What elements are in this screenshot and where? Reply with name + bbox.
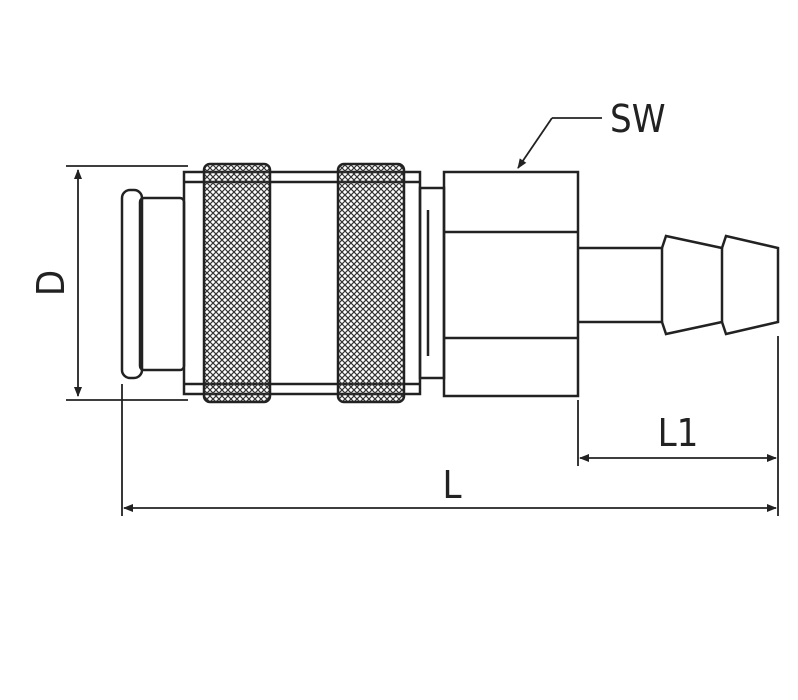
sleeve-nose [120,188,186,380]
neck [418,186,446,380]
hex-body [442,170,580,398]
dimension-l [121,336,779,516]
dimension-d [66,165,188,401]
knurled-band-right [336,162,406,404]
label-sw: SW [610,97,666,141]
dimension-lines [66,117,779,516]
dimension-labels: SW D L L1 [29,97,698,507]
label-d: D [29,270,73,296]
label-l1: L1 [658,411,699,455]
hose-tail [578,234,780,336]
label-l: L [442,463,461,507]
dimension-l1 [577,400,777,466]
knurled-band-left [202,162,272,404]
coupling-body [120,162,780,404]
sw-leader [517,117,602,169]
